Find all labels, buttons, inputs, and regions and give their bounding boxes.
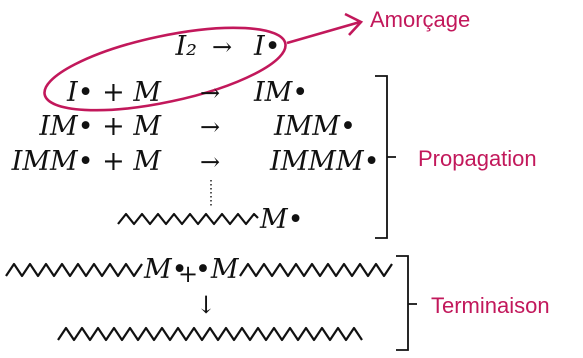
reaction-1-reactant: I₂ — [175, 31, 198, 62]
growing-chain-radical: M• — [259, 204, 304, 235]
termination-left-radical: M• — [143, 254, 188, 285]
polymer-chain-right — [239, 262, 393, 278]
dead-polymer-chain — [57, 326, 363, 342]
reaction-1-product: I• — [253, 31, 281, 62]
termination-bracket — [396, 255, 417, 351]
polymer-chain-left — [5, 262, 143, 278]
termination-right-radical: •M — [195, 254, 240, 285]
termination-arrow: ↓ — [196, 291, 216, 319]
initiation-label: Amorçage — [370, 7, 470, 32]
reaction-2-arrow: → — [200, 79, 220, 107]
reaction-3-reactants: IM• + M — [38, 111, 162, 142]
propagation-bracket — [375, 75, 396, 239]
initiation-pointer-arrow — [286, 20, 361, 45]
initiation-ellipse — [43, 26, 287, 112]
reaction-2-product: IM• — [253, 77, 308, 108]
propagation-label: Propagation — [418, 146, 537, 171]
termination-plus: + — [178, 260, 198, 288]
polymer-chain-growing — [117, 212, 259, 226]
reaction-4-product: IMMM• — [269, 146, 380, 177]
reaction-3-product: IMM• — [273, 111, 356, 142]
reaction-1-arrow: → — [212, 33, 232, 61]
reaction-4-reactants: IMM• + M — [11, 146, 163, 177]
reaction-2-reactants: I• + M — [66, 77, 162, 108]
initiation-pointer-arrowhead — [344, 12, 364, 36]
termination-label: Terminaison — [431, 293, 550, 318]
reaction-4-arrow: → — [200, 148, 220, 176]
reaction-3-arrow: → — [200, 113, 220, 141]
